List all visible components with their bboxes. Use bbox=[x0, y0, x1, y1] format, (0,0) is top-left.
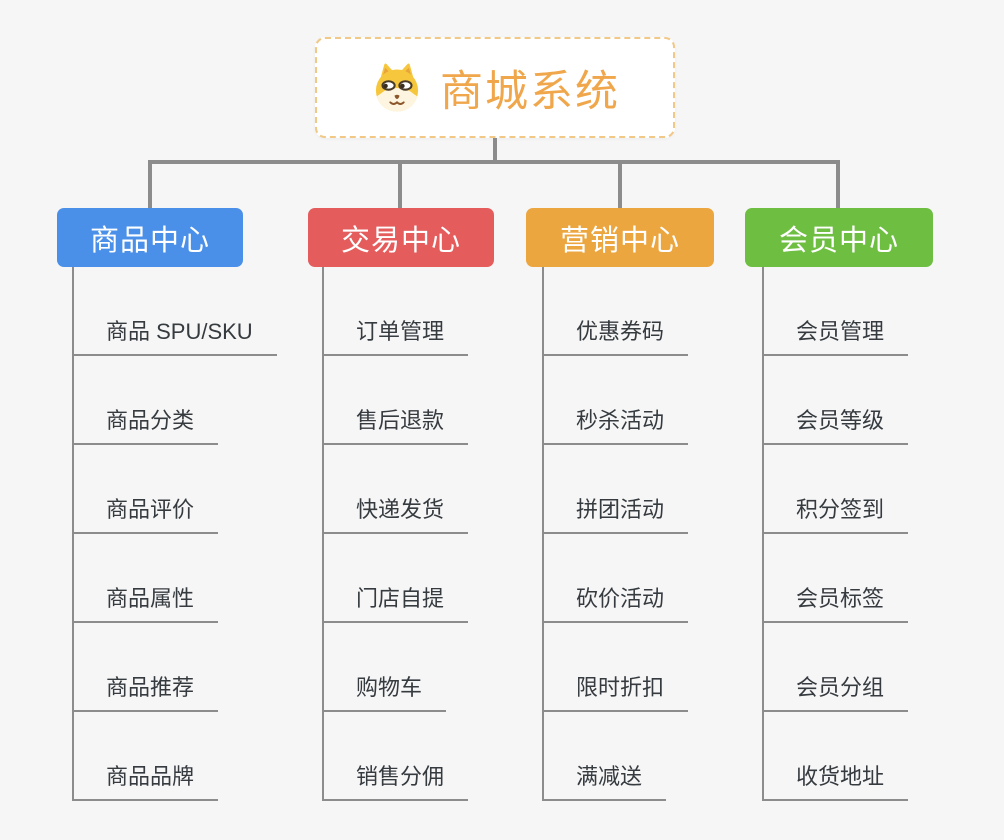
leaf-node[interactable]: 售后退款 bbox=[322, 403, 469, 445]
leaf-node[interactable]: 会员分组 bbox=[762, 670, 909, 712]
trunk-line bbox=[762, 267, 764, 801]
connector-drop-product bbox=[148, 160, 152, 208]
branch-node-product-center[interactable]: 商品中心 bbox=[57, 208, 243, 267]
dog-face-icon bbox=[375, 63, 419, 112]
trunk-line bbox=[542, 267, 544, 801]
leaf-node[interactable]: 拼团活动 bbox=[542, 492, 689, 534]
branch-node-trade-center[interactable]: 交易中心 bbox=[308, 208, 494, 267]
connector-drop-trade bbox=[398, 160, 402, 208]
branch-node-member-center[interactable]: 会员中心 bbox=[745, 208, 933, 267]
branch-column-product: 商品 SPU/SKU 商品分类 商品评价 商品属性 商品推荐 商品品牌 bbox=[72, 267, 277, 801]
leaf-node[interactable]: 会员标签 bbox=[762, 581, 909, 623]
leaf-node[interactable]: 门店自提 bbox=[322, 581, 469, 623]
leaf-node[interactable]: 快递发货 bbox=[322, 492, 469, 534]
root-node[interactable]: 商城系统 bbox=[315, 37, 675, 138]
connector-bus bbox=[148, 160, 840, 164]
root-title: 商城系统 bbox=[440, 67, 620, 116]
branch-column-member: 会员管理 会员等级 积分签到 会员标签 会员分组 收货地址 bbox=[762, 267, 909, 801]
connector-root-stub bbox=[493, 138, 497, 164]
leaf-node[interactable]: 购物车 bbox=[322, 670, 447, 712]
leaf-node[interactable]: 砍价活动 bbox=[542, 581, 689, 623]
leaf-node[interactable]: 会员管理 bbox=[762, 314, 909, 356]
leaf-node[interactable]: 订单管理 bbox=[322, 314, 469, 356]
leaf-node[interactable]: 商品分类 bbox=[72, 403, 219, 445]
leaf-node[interactable]: 商品推荐 bbox=[72, 670, 219, 712]
leaf-node[interactable]: 积分签到 bbox=[762, 492, 909, 534]
leaf-node[interactable]: 限时折扣 bbox=[542, 670, 689, 712]
trunk-line bbox=[72, 267, 74, 801]
leaf-node[interactable]: 收货地址 bbox=[762, 759, 909, 801]
trunk-line bbox=[322, 267, 324, 801]
connector-drop-member bbox=[836, 160, 840, 208]
branch-node-marketing-center[interactable]: 营销中心 bbox=[526, 208, 714, 267]
leaf-node[interactable]: 会员等级 bbox=[762, 403, 909, 445]
leaf-node[interactable]: 商品属性 bbox=[72, 581, 219, 623]
leaf-node[interactable]: 商品品牌 bbox=[72, 759, 219, 801]
leaf-node[interactable]: 商品 SPU/SKU bbox=[72, 314, 277, 356]
leaf-node[interactable]: 满减送 bbox=[542, 759, 667, 801]
leaf-node[interactable]: 秒杀活动 bbox=[542, 403, 689, 445]
leaf-node[interactable]: 商品评价 bbox=[72, 492, 219, 534]
leaf-node[interactable]: 优惠券码 bbox=[542, 314, 689, 356]
connector-drop-marketing bbox=[618, 160, 622, 208]
branch-column-marketing: 优惠券码 秒杀活动 拼团活动 砍价活动 限时折扣 满减送 bbox=[542, 267, 689, 801]
branch-column-trade: 订单管理 售后退款 快递发货 门店自提 购物车 销售分佣 bbox=[322, 267, 469, 801]
leaf-node[interactable]: 销售分佣 bbox=[322, 759, 469, 801]
